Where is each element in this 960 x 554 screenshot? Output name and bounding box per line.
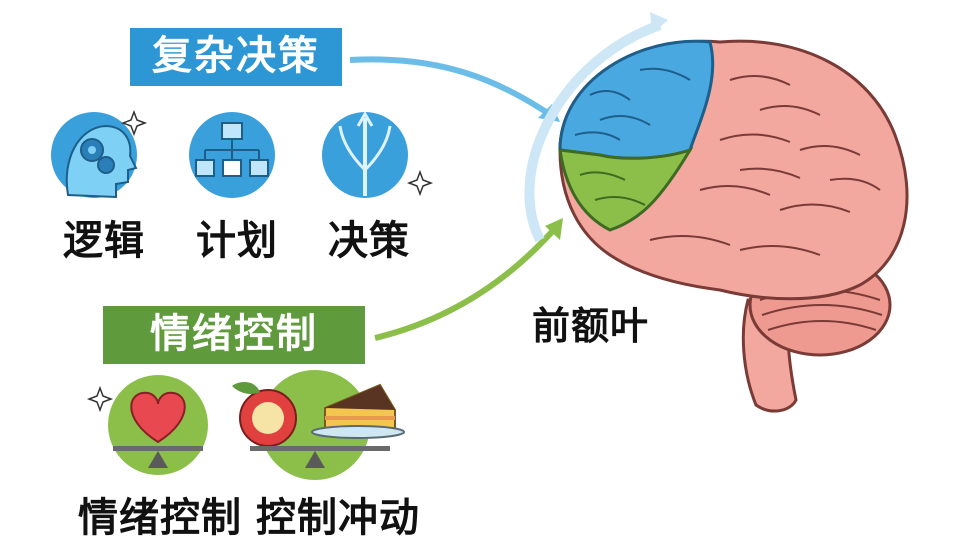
emotion-control-label: 情绪控制	[78, 495, 242, 541]
logic-label: 逻辑	[63, 218, 145, 264]
impulse-control-label: 控制冲动	[256, 495, 420, 541]
prefrontal-lobe-label: 前额叶	[532, 304, 650, 348]
decision-label: 决策	[328, 218, 410, 264]
apple-cake-balance-icon	[232, 370, 405, 480]
curved-arrow-around-brain	[524, 12, 668, 243]
green-arrow-to-brain	[374, 218, 563, 341]
complex-decision-title: 复杂决策	[130, 28, 342, 86]
decision-icon	[322, 111, 434, 198]
logic-icon	[51, 109, 148, 199]
blue-arrow-to-brain	[349, 56, 560, 122]
plan-icon	[189, 112, 275, 198]
heart-balance-icon	[86, 375, 208, 475]
plan-label: 计划	[196, 218, 278, 264]
emotion-control-title: 情绪控制	[103, 306, 365, 364]
brain-illustration	[558, 39, 909, 413]
